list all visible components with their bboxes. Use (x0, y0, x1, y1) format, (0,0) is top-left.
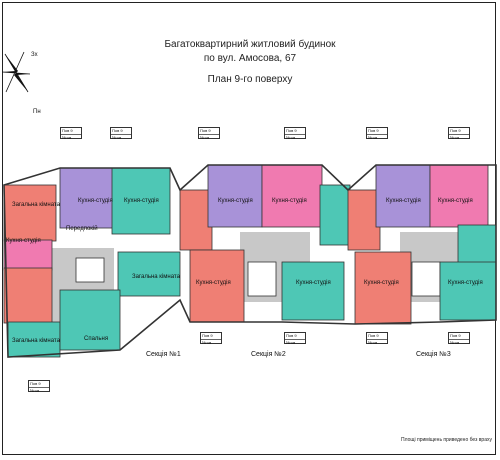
apt-s2-e (189, 249, 245, 323)
tag-floor-prefix: Пов (62, 128, 70, 133)
tag-floor-value: 9 (458, 333, 461, 338)
tag-floor-value: 9 (208, 128, 211, 133)
room-label-hallway-s1: Передпокій (66, 226, 98, 232)
room-label-kitchen-s3c: Кухня-студія (364, 280, 399, 286)
apartment-tag: Пов 9 № кв (198, 127, 220, 140)
apt-s1-d (7, 321, 61, 358)
room-label-kitchen-s2d: Кухня-студія (296, 280, 331, 286)
room-label-kitchen-s3b: Кухня-студія (438, 198, 473, 204)
tag-apt-prefix: № кв (202, 340, 212, 345)
tag-floor-value: 9 (458, 128, 461, 133)
tag-apt-prefix: № кв (112, 135, 122, 140)
room-label-kitchen-s2b: Кухня-студія (272, 198, 307, 204)
apartment-tag: Пов 9 № кв (60, 127, 82, 140)
tag-floor-value: 9 (294, 333, 297, 338)
apartment-tag: Пов 9 № кв (448, 332, 470, 345)
apt-s1-b (3, 239, 53, 271)
title-building: Багатоквартирний житловий будинок (164, 39, 336, 50)
apartment-tag: Пов 9 № кв (28, 380, 50, 393)
compass-north-label: Пн (33, 109, 41, 115)
staircase-2 (247, 261, 277, 297)
apartment-tag: Пов 9 № кв (284, 127, 306, 140)
tag-floor-prefix: Пов (30, 381, 38, 386)
apartment-tag: Пов 9 № кв (448, 127, 470, 140)
tag-apt-prefix: № кв (450, 135, 460, 140)
apt-s1-e (59, 167, 119, 229)
tag-apt-prefix: № кв (286, 340, 296, 345)
apt-s2-c (261, 164, 323, 228)
apartment-tag: Пов 9 № кв (366, 332, 388, 345)
building-outline (3, 164, 497, 358)
section-1-apartments (3, 167, 181, 358)
staircase-3 (411, 261, 441, 297)
tag-floor-prefix: Пов (450, 128, 458, 133)
section-label-2: Секція №2 (251, 351, 286, 358)
tag-floor-value: 9 (376, 333, 379, 338)
room-label-kitchen-s2: Кухня-студія (218, 198, 253, 204)
apt-s3-f (439, 261, 497, 321)
tag-floor-prefix: Пов (286, 333, 294, 338)
apt-s3-c (429, 164, 489, 228)
apt-s3-b (375, 164, 431, 228)
section-label-1: Секція №1 (146, 351, 181, 358)
room-label-common-s1b: Загальна кімната (132, 274, 180, 280)
room-label-kitchen-s1c: Кухня-студія (6, 238, 41, 244)
elevator-1 (75, 257, 105, 283)
compass-west-label: Зх (31, 52, 38, 58)
tag-floor-prefix: Пов (286, 128, 294, 133)
tag-floor-value: 9 (294, 128, 297, 133)
apartment-tag: Пов 9 № кв (110, 127, 132, 140)
apt-s2-f (281, 261, 345, 321)
tag-floor-prefix: Пов (450, 333, 458, 338)
apt-s2-d (319, 184, 351, 246)
apt-s2-a (179, 189, 213, 251)
room-label-common-s1c: Загальна кімната (12, 338, 60, 344)
tag-floor-value: 9 (70, 128, 73, 133)
section-2-apartments (179, 164, 351, 323)
tag-floor-prefix: Пов (368, 128, 376, 133)
footer-note: Площі приміщень приведено без враху (401, 437, 492, 443)
apt-s3-e (354, 251, 412, 325)
tag-apt-prefix: № кв (286, 135, 296, 140)
tag-apt-prefix: № кв (368, 340, 378, 345)
apt-s1-c (3, 267, 53, 324)
apt-s1-g (117, 251, 181, 297)
section-label-3: Секція №3 (416, 351, 451, 358)
tag-floor-prefix: Пов (202, 333, 210, 338)
tag-floor-value: 9 (120, 128, 123, 133)
room-label-kitchen-s1b: Кухня-студія (124, 198, 159, 204)
apartment-tag: Пов 9 № кв (200, 332, 222, 345)
title-floor-plan: План 9-го поверху (207, 74, 293, 85)
apartment-tag: Пов 9 № кв (366, 127, 388, 140)
apt-s1-h (59, 289, 121, 351)
tag-apt-prefix: № кв (30, 388, 40, 393)
apt-s1-a (3, 184, 57, 242)
tag-apt-prefix: № кв (450, 340, 460, 345)
room-label-kitchen-s2c: Кухня-студія (196, 280, 231, 286)
tag-floor-value: 9 (210, 333, 213, 338)
tag-floor-value: 9 (376, 128, 379, 133)
tag-floor-prefix: Пов (200, 128, 208, 133)
title-address: по вул. Амосова, 67 (203, 53, 297, 64)
apt-s2-b (207, 164, 263, 228)
tag-floor-prefix: Пов (112, 128, 120, 133)
compass-rose-icon (0, 48, 48, 114)
room-label-kitchen-s3: Кухня-студія (386, 198, 421, 204)
tag-floor-value: 9 (38, 381, 41, 386)
apartment-tag: Пов 9 № кв (284, 332, 306, 345)
apt-s1-f (111, 167, 171, 235)
room-label-common-s1: Загальна кімната (12, 202, 60, 208)
apt-s3-d (457, 224, 497, 266)
section-3-apartments (347, 164, 497, 325)
apt-s3-a (347, 189, 381, 251)
room-label-bedroom-s1: Спальня (84, 336, 109, 342)
tag-apt-prefix: № кв (62, 135, 72, 140)
tag-apt-prefix: № кв (368, 135, 378, 140)
room-label-kitchen-s1: Кухня-студія (78, 198, 113, 204)
room-label-kitchen-s3d: Кухня-студія (448, 280, 483, 286)
tag-floor-prefix: Пов (368, 333, 376, 338)
tag-apt-prefix: № кв (200, 135, 210, 140)
